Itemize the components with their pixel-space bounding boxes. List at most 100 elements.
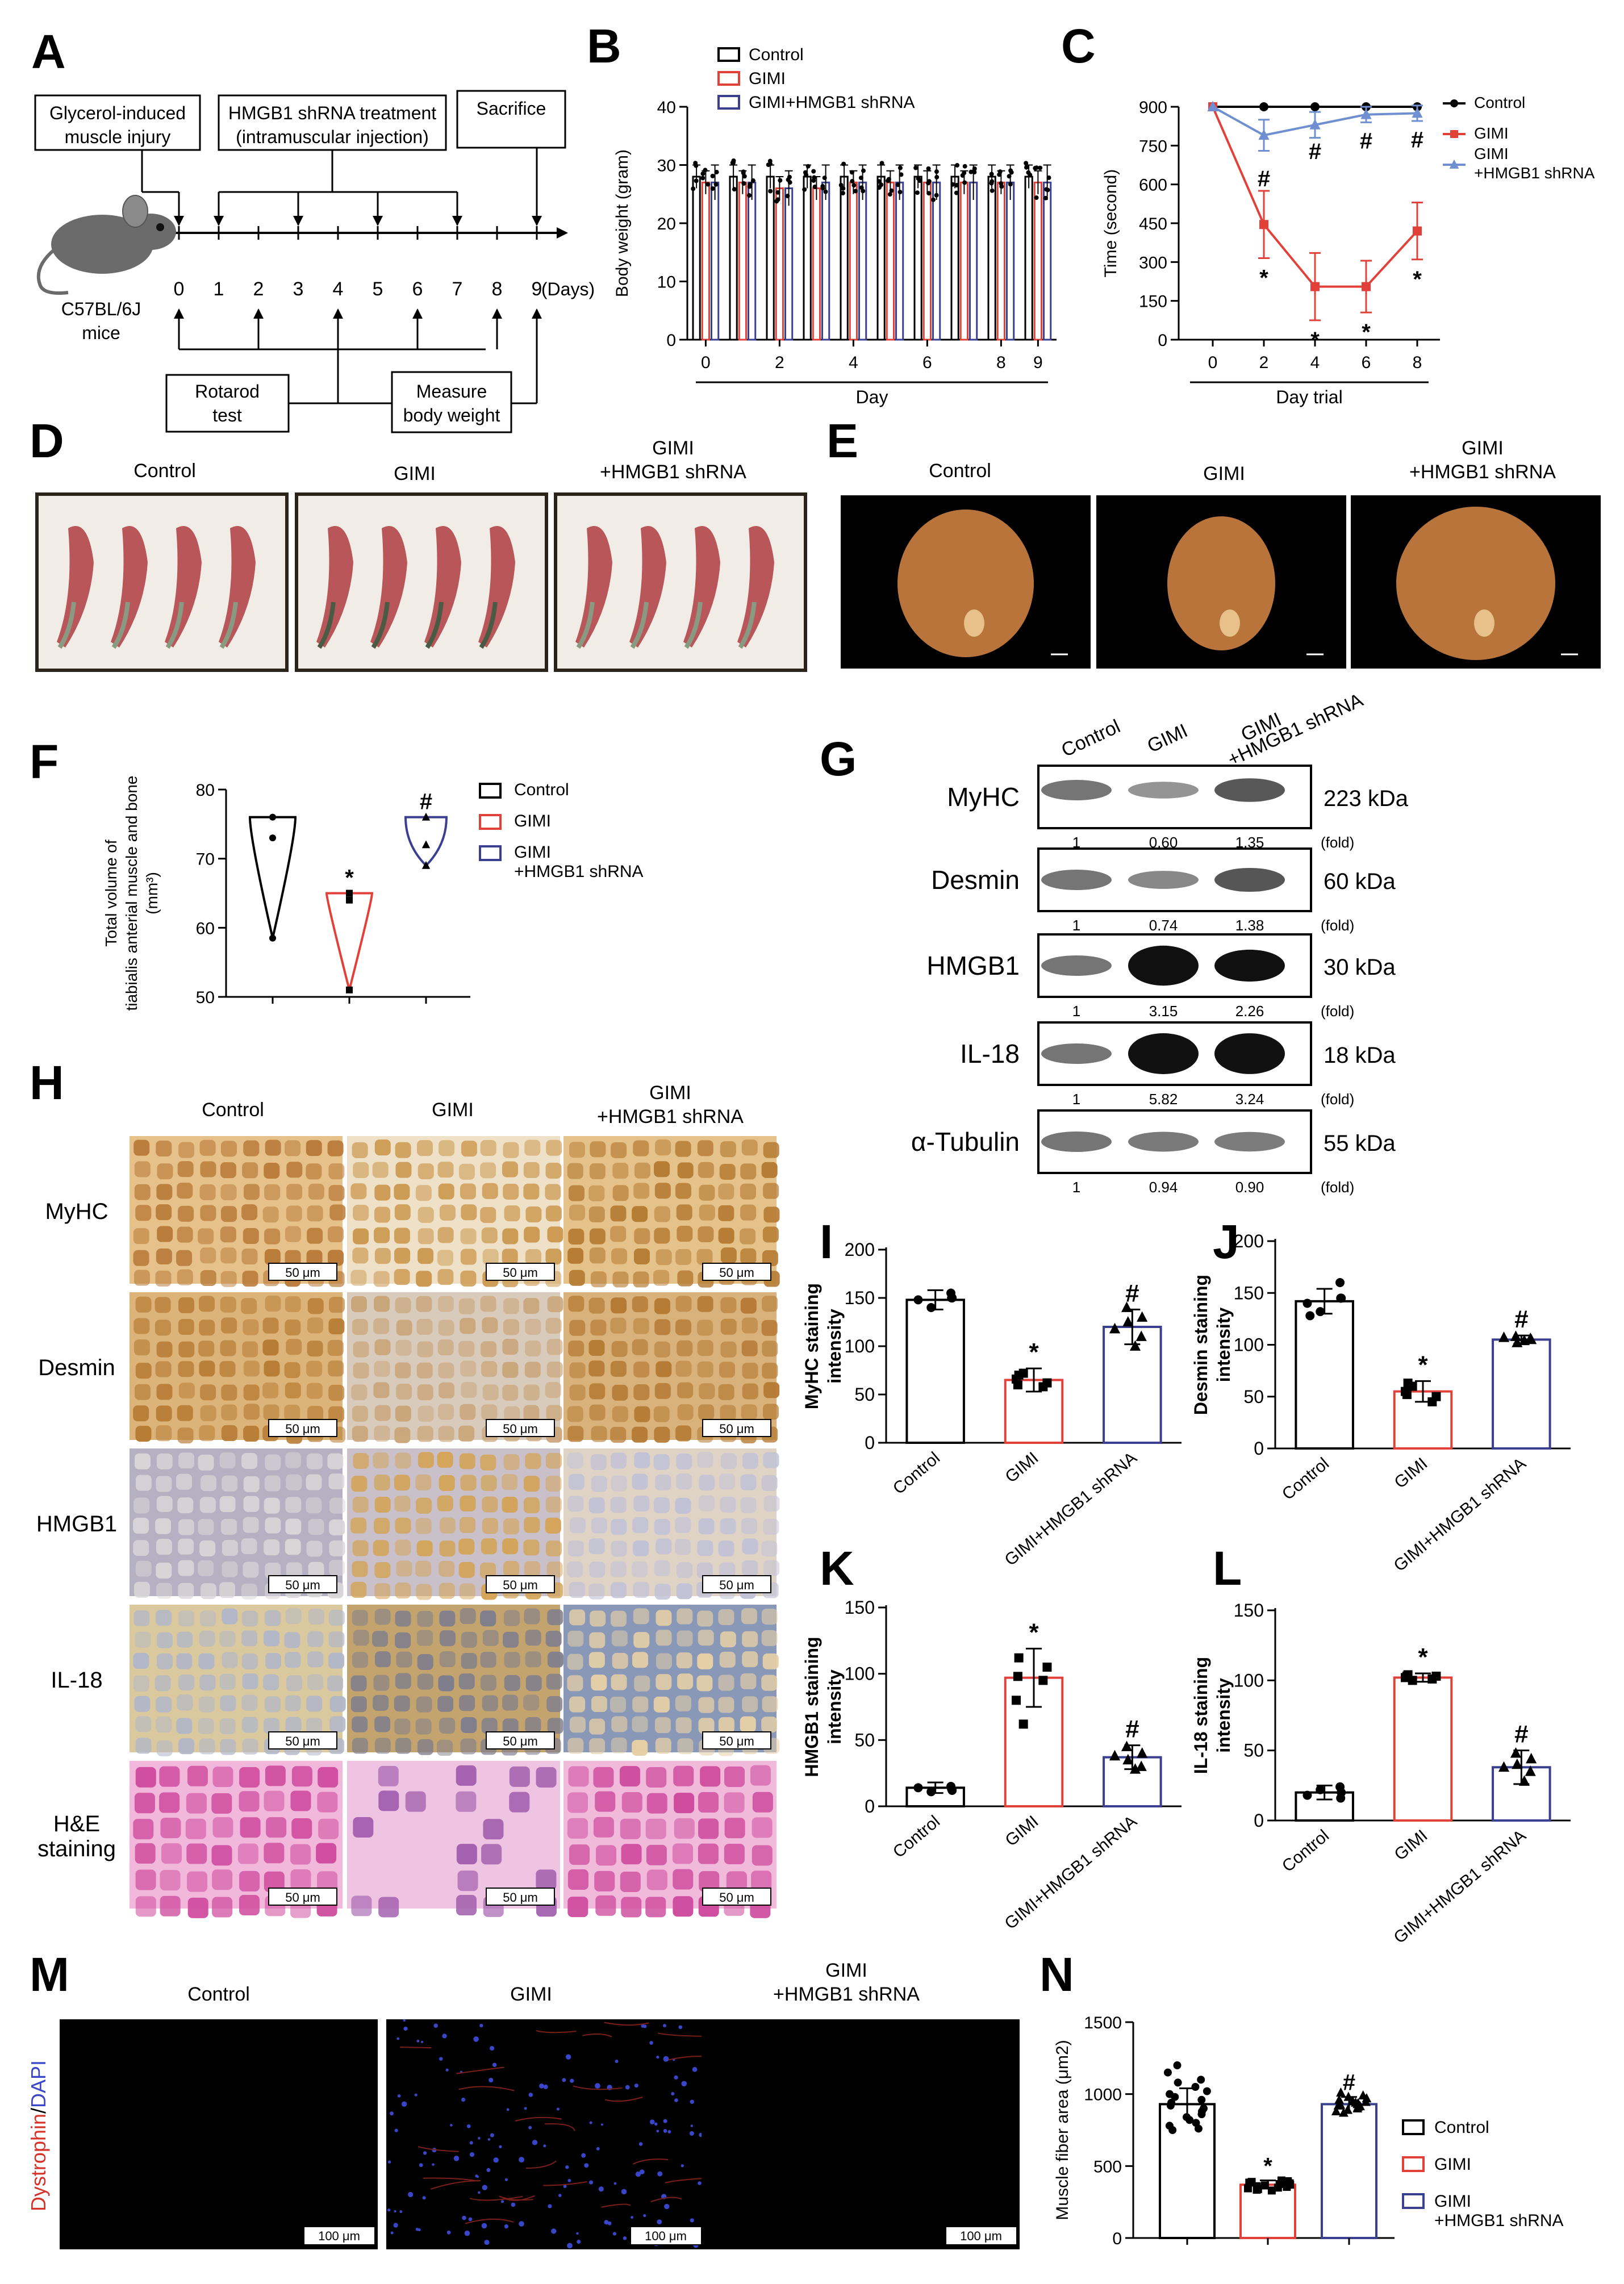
tissue-fiber [699,1383,715,1400]
panel-letter-a: A [31,25,66,78]
dapi-nucleus [399,2210,403,2214]
tissue-fiber [306,1383,323,1399]
bar-control [905,1298,965,1444]
data-point [926,1303,936,1312]
bar [840,176,849,341]
tissue-fiber [546,1405,562,1421]
tissue-fiber [437,1495,453,1511]
column-header-shrna: GIMI [649,1082,691,1104]
dapi-nucleus [598,2186,604,2192]
dapi-nucleus [567,2243,573,2249]
tissue-fiber [199,1296,215,1312]
tissue-fiber [720,1518,736,1534]
tissue-fiber [504,1406,520,1422]
bar [959,181,968,341]
tissue-fiber [394,1475,410,1491]
tissue-fiber [374,1339,391,1355]
significance-mark: * [345,866,354,891]
tissue-fiber [677,1738,694,1755]
tissue-fiber [177,1161,194,1178]
dapi-nucleus [446,2230,451,2235]
column-header-shrna: +HMGB1 shRNA [1409,461,1556,483]
tissue-fiber [353,1817,374,1838]
tissue-fiber [742,1651,758,1668]
data-point [700,171,705,176]
tissue-fiber [741,1317,758,1334]
x-tick-label: Control [1279,1826,1333,1876]
dapi-nucleus [638,2142,643,2146]
dapi-nucleus [415,2228,419,2231]
dapi-nucleus [635,2171,641,2177]
tissue-fiber [458,1163,475,1180]
data-point [710,173,715,178]
blot-kda-label: 55 kDa [1324,1131,1396,1156]
tissue-fiber [480,1162,496,1179]
tissue-fiber [653,1270,670,1286]
tissue-fiber [198,1228,214,1245]
tissue-fiber [698,1226,714,1243]
legend-swatch [479,845,502,861]
data-point [1335,1278,1345,1287]
tissue-fiber [740,1297,757,1314]
tissue-fiber [696,1675,713,1692]
scale-label: 50 μm [503,1578,538,1592]
dapi-nucleus [490,2133,494,2137]
panel-letter-e: E [826,414,858,467]
faint-dystrophin [601,2203,631,2208]
tissue-fiber [673,1869,694,1890]
data-point [1402,1390,1412,1400]
y-tick-label: 50 [1243,1740,1264,1761]
tissue-fiber [134,1161,151,1178]
faint-dystrophin [545,2123,575,2131]
data-point [741,169,746,174]
tissue-fiber [221,1317,237,1334]
x-tick-label: 0 [701,353,711,372]
tissue-fiber [536,1767,557,1788]
dapi-nucleus [663,2119,667,2123]
tissue-fiber [482,1183,498,1199]
tissue-fiber [219,1361,236,1377]
blot-band [1214,867,1285,892]
tissue-fiber [395,1632,411,1648]
tissue-fiber [133,1405,149,1422]
data-point [972,170,977,175]
tissue-fiber [634,1452,650,1468]
faint-dystrophin [604,2022,649,2026]
tissue-fiber [763,1206,780,1223]
data-point [346,896,353,904]
tissue-fiber [220,1296,236,1313]
tissue-fiber [653,1454,670,1470]
tissue-fiber [546,1673,562,1690]
tissue-fiber [719,1562,736,1579]
dapi-nucleus [528,2093,533,2097]
tissue-fiber [595,1845,616,1866]
faint-dystrophin [543,2181,587,2186]
dapi-nucleus [397,2094,401,2098]
tissue-fiber [178,1341,195,1358]
tissue-fiber [612,1652,628,1669]
tissue-fiber [567,1654,583,1670]
scale-box [945,2226,1017,2245]
tissue-fiber [646,1869,667,1890]
legend-label: Control [1474,94,1525,111]
bone-tip [371,602,390,649]
bone-section [964,609,984,637]
legend-label: GIMI [514,812,551,830]
tissue-fiber [417,1426,433,1442]
significance-mark: * [1029,1618,1039,1646]
tissue-fiber [328,1406,345,1422]
tissue-fiber [264,1539,280,1556]
data-point [1510,1747,1522,1758]
data-point [820,186,825,191]
tissue-fiber [307,1341,323,1357]
tissue-fiber [135,1843,156,1864]
bar [821,181,830,341]
y-tick-label: 450 [1139,215,1167,233]
dapi-nucleus [401,2101,407,2107]
tissue-fiber [524,1139,541,1156]
tissue-fiber [243,1184,260,1200]
tissue-fiber [740,1163,757,1180]
tissue-fiber [285,1695,301,1711]
tissue-fiber [374,1474,390,1490]
tissue-fiber [328,1185,345,1201]
